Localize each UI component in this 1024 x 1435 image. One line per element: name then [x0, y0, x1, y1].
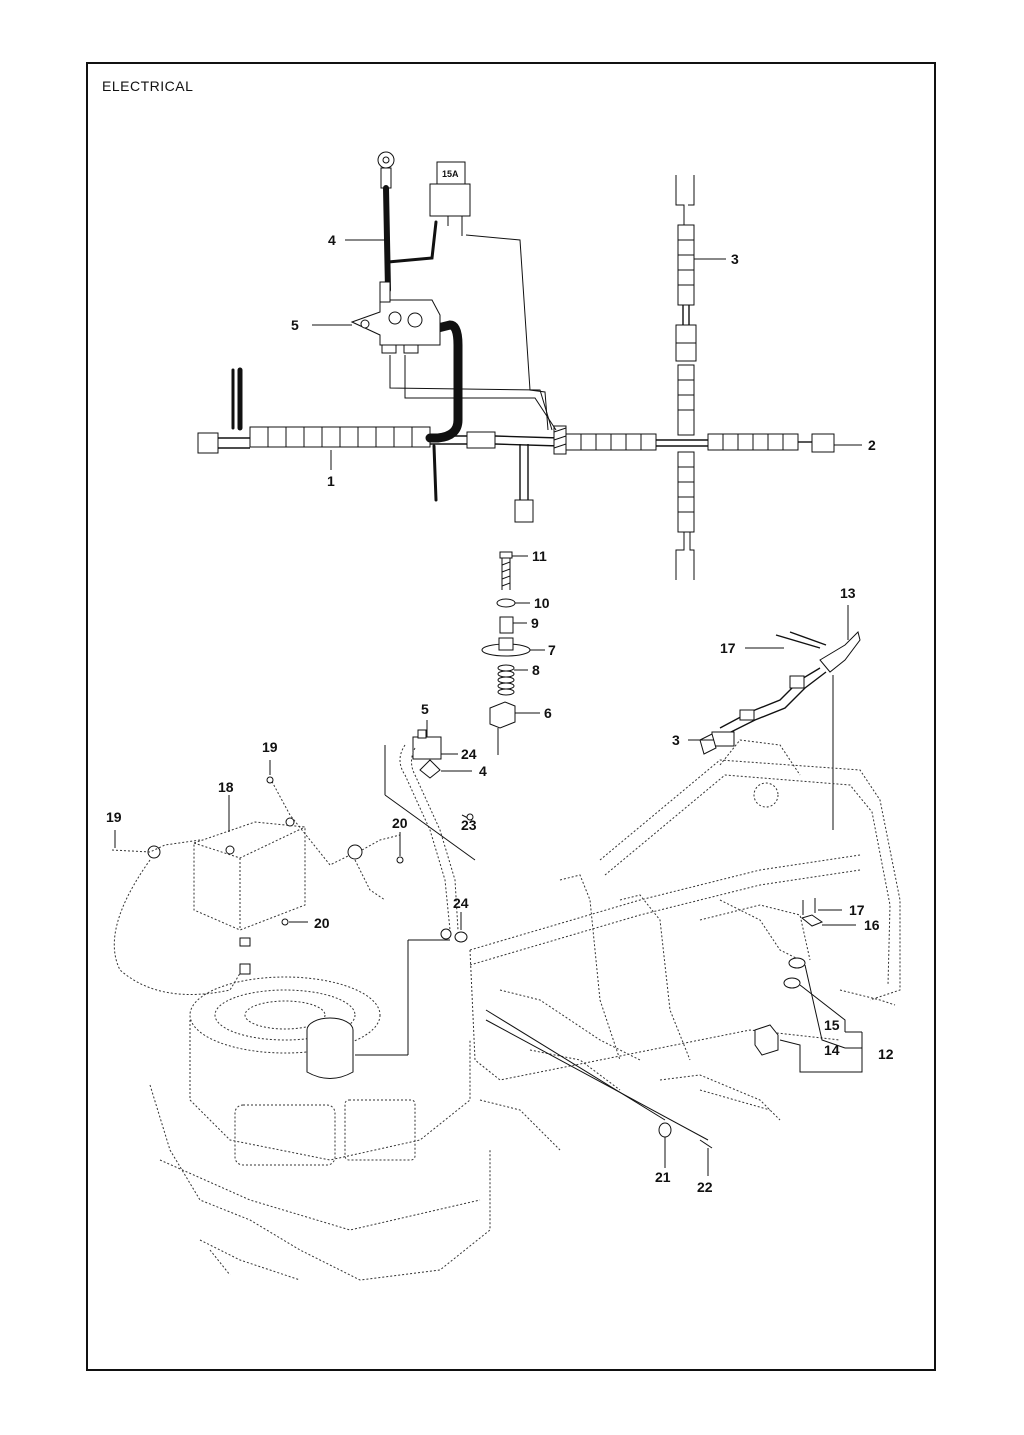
- callout-24: 24: [461, 746, 477, 762]
- callout-8: 8: [532, 662, 540, 678]
- callout-11: 11: [532, 548, 547, 564]
- harness-connector-left: [197, 432, 219, 454]
- battery: [111, 776, 404, 995]
- callout-7: 7: [548, 642, 556, 658]
- harness-sleeve-1: [249, 426, 431, 448]
- leader-lines: [114, 239, 862, 1176]
- callout-12: 12: [878, 1046, 894, 1062]
- wiring-harness: [197, 175, 835, 580]
- spring: [497, 664, 515, 696]
- callout-21: 21: [655, 1169, 671, 1185]
- callout-24: 24: [453, 895, 469, 911]
- harness-sleeve-2: [565, 433, 835, 453]
- diagram-frame: [86, 62, 936, 1371]
- callout-5: 5: [291, 317, 299, 333]
- lower-fasteners: [485, 1009, 713, 1149]
- switch-parts-right: [454, 898, 863, 1073]
- callout-20: 20: [392, 815, 408, 831]
- ignition-switch-stack: [481, 551, 531, 755]
- callout-14: 14: [824, 1042, 840, 1058]
- callout-22: 22: [697, 1179, 713, 1195]
- callout-4: 4: [328, 232, 336, 248]
- callout-3: 3: [731, 251, 739, 267]
- chassis-frame: [469, 739, 901, 1151]
- callout-9: 9: [531, 615, 539, 631]
- callout-16: 16: [864, 917, 880, 933]
- callout-5: 5: [421, 701, 429, 717]
- fuse-rating-label: 15A: [442, 169, 459, 179]
- callout-4: 4: [479, 763, 487, 779]
- harness-inline-connector: [466, 431, 496, 449]
- callout-23: 23: [461, 817, 477, 833]
- spacer: [499, 616, 514, 634]
- harness-sleeve-3: [675, 175, 697, 580]
- callout-18: 18: [218, 779, 234, 795]
- callout-1: 1: [327, 473, 335, 489]
- callout-6: 6: [544, 705, 552, 721]
- callout-3: 3: [672, 732, 680, 748]
- washer: [496, 598, 516, 608]
- starter-solenoid: [350, 281, 441, 354]
- lower-solenoid: [384, 729, 476, 931]
- callout-20: 20: [314, 915, 330, 931]
- harness-drop-connector: [514, 499, 534, 523]
- pto-switch-assembly: [699, 631, 861, 830]
- callout-2: 2: [868, 437, 876, 453]
- seat-switch: [489, 701, 516, 729]
- screw-head: [499, 551, 513, 559]
- callout-19: 19: [262, 739, 278, 755]
- battery-cable: [377, 151, 438, 293]
- callout-15: 15: [824, 1017, 840, 1033]
- callout-17: 17: [849, 902, 865, 918]
- engine: [149, 928, 491, 1281]
- harness-connector-right: [811, 433, 835, 453]
- callout-10: 10: [534, 595, 550, 611]
- fuse-holder: 15A: [429, 161, 471, 236]
- callout-19: 19: [106, 809, 122, 825]
- diagram-title: ELECTRICAL: [102, 78, 194, 94]
- callout-17: 17: [720, 640, 736, 656]
- callout-13: 13: [840, 585, 856, 601]
